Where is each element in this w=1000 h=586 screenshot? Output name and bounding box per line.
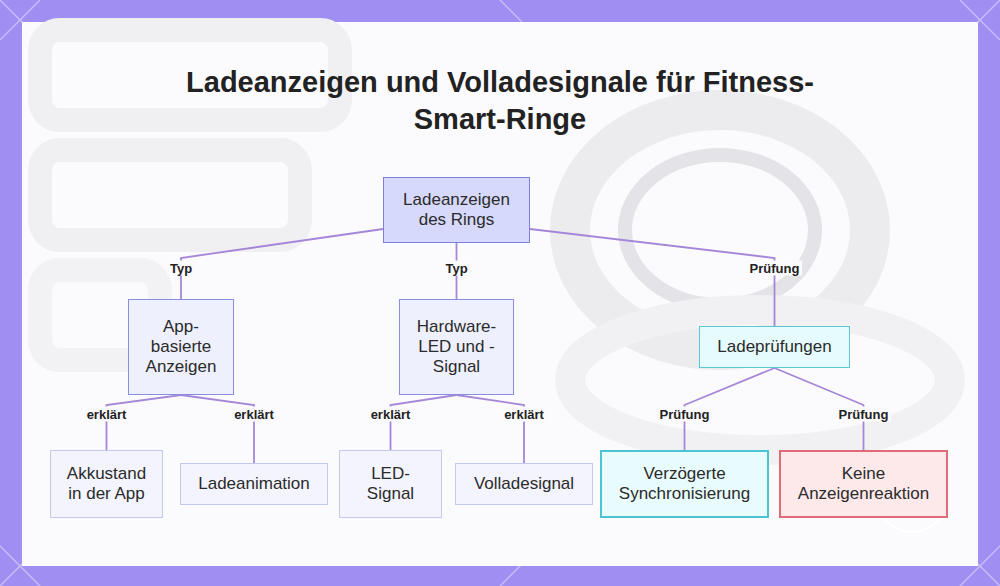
- node-text: Ladeprüfungen: [717, 337, 831, 357]
- edge-label: Typ: [167, 261, 195, 276]
- edge-label: Prüfung: [836, 407, 892, 422]
- check-box: Ladeprüfungen: [699, 326, 850, 368]
- category-box: App-basierte Anzeigen: [128, 299, 234, 395]
- node-text: Akkustand in der App: [61, 464, 152, 504]
- edge-label: erklärt: [84, 407, 130, 422]
- leaf-box: Akkustand in der App: [50, 450, 163, 518]
- connector-line: [391, 395, 457, 450]
- leaf-box: Ladeanimation: [180, 463, 328, 505]
- edge-label: erklärt: [368, 407, 414, 422]
- faded-ring-illustration: [40, 30, 950, 450]
- leaf-box: Volladesignal: [455, 463, 593, 505]
- connector-line: [181, 395, 254, 463]
- connector-line: [457, 395, 525, 463]
- connector-line: [107, 395, 182, 450]
- connector-line: [530, 229, 775, 326]
- diagram-title: Ladeanzeigen und Volladesignale für Fitn…: [150, 64, 850, 138]
- alert-box: Keine Anzeigenreaktion: [779, 450, 948, 518]
- connector-line: [181, 229, 383, 299]
- node-text: Ladeanzeigen des Rings: [396, 190, 517, 230]
- root-box: Ladeanzeigen des Rings: [383, 177, 530, 243]
- card: [22, 22, 978, 566]
- leaf-box: LED-Signal: [339, 450, 442, 518]
- node-text: Volladesignal: [474, 474, 574, 494]
- edge-label: Typ: [442, 261, 470, 276]
- node-text: Keine Anzeigenreaktion: [791, 464, 936, 504]
- edge-label: erklärt: [501, 407, 547, 422]
- node-text: App-basierte Anzeigen: [146, 317, 217, 377]
- node-text: Verzögerte Synchronisierung: [612, 464, 757, 504]
- check-leaf-box: Verzögerte Synchronisierung: [600, 450, 769, 518]
- edge-label: Prüfung: [747, 261, 803, 276]
- edge-label: Prüfung: [657, 407, 713, 422]
- category-box: Hardware-LED und -Signal: [399, 299, 514, 395]
- node-text: Hardware-LED und -Signal: [408, 317, 505, 377]
- node-text: LED-Signal: [364, 464, 417, 504]
- edge-label: erklärt: [231, 407, 277, 422]
- node-text: Ladeanimation: [198, 474, 310, 494]
